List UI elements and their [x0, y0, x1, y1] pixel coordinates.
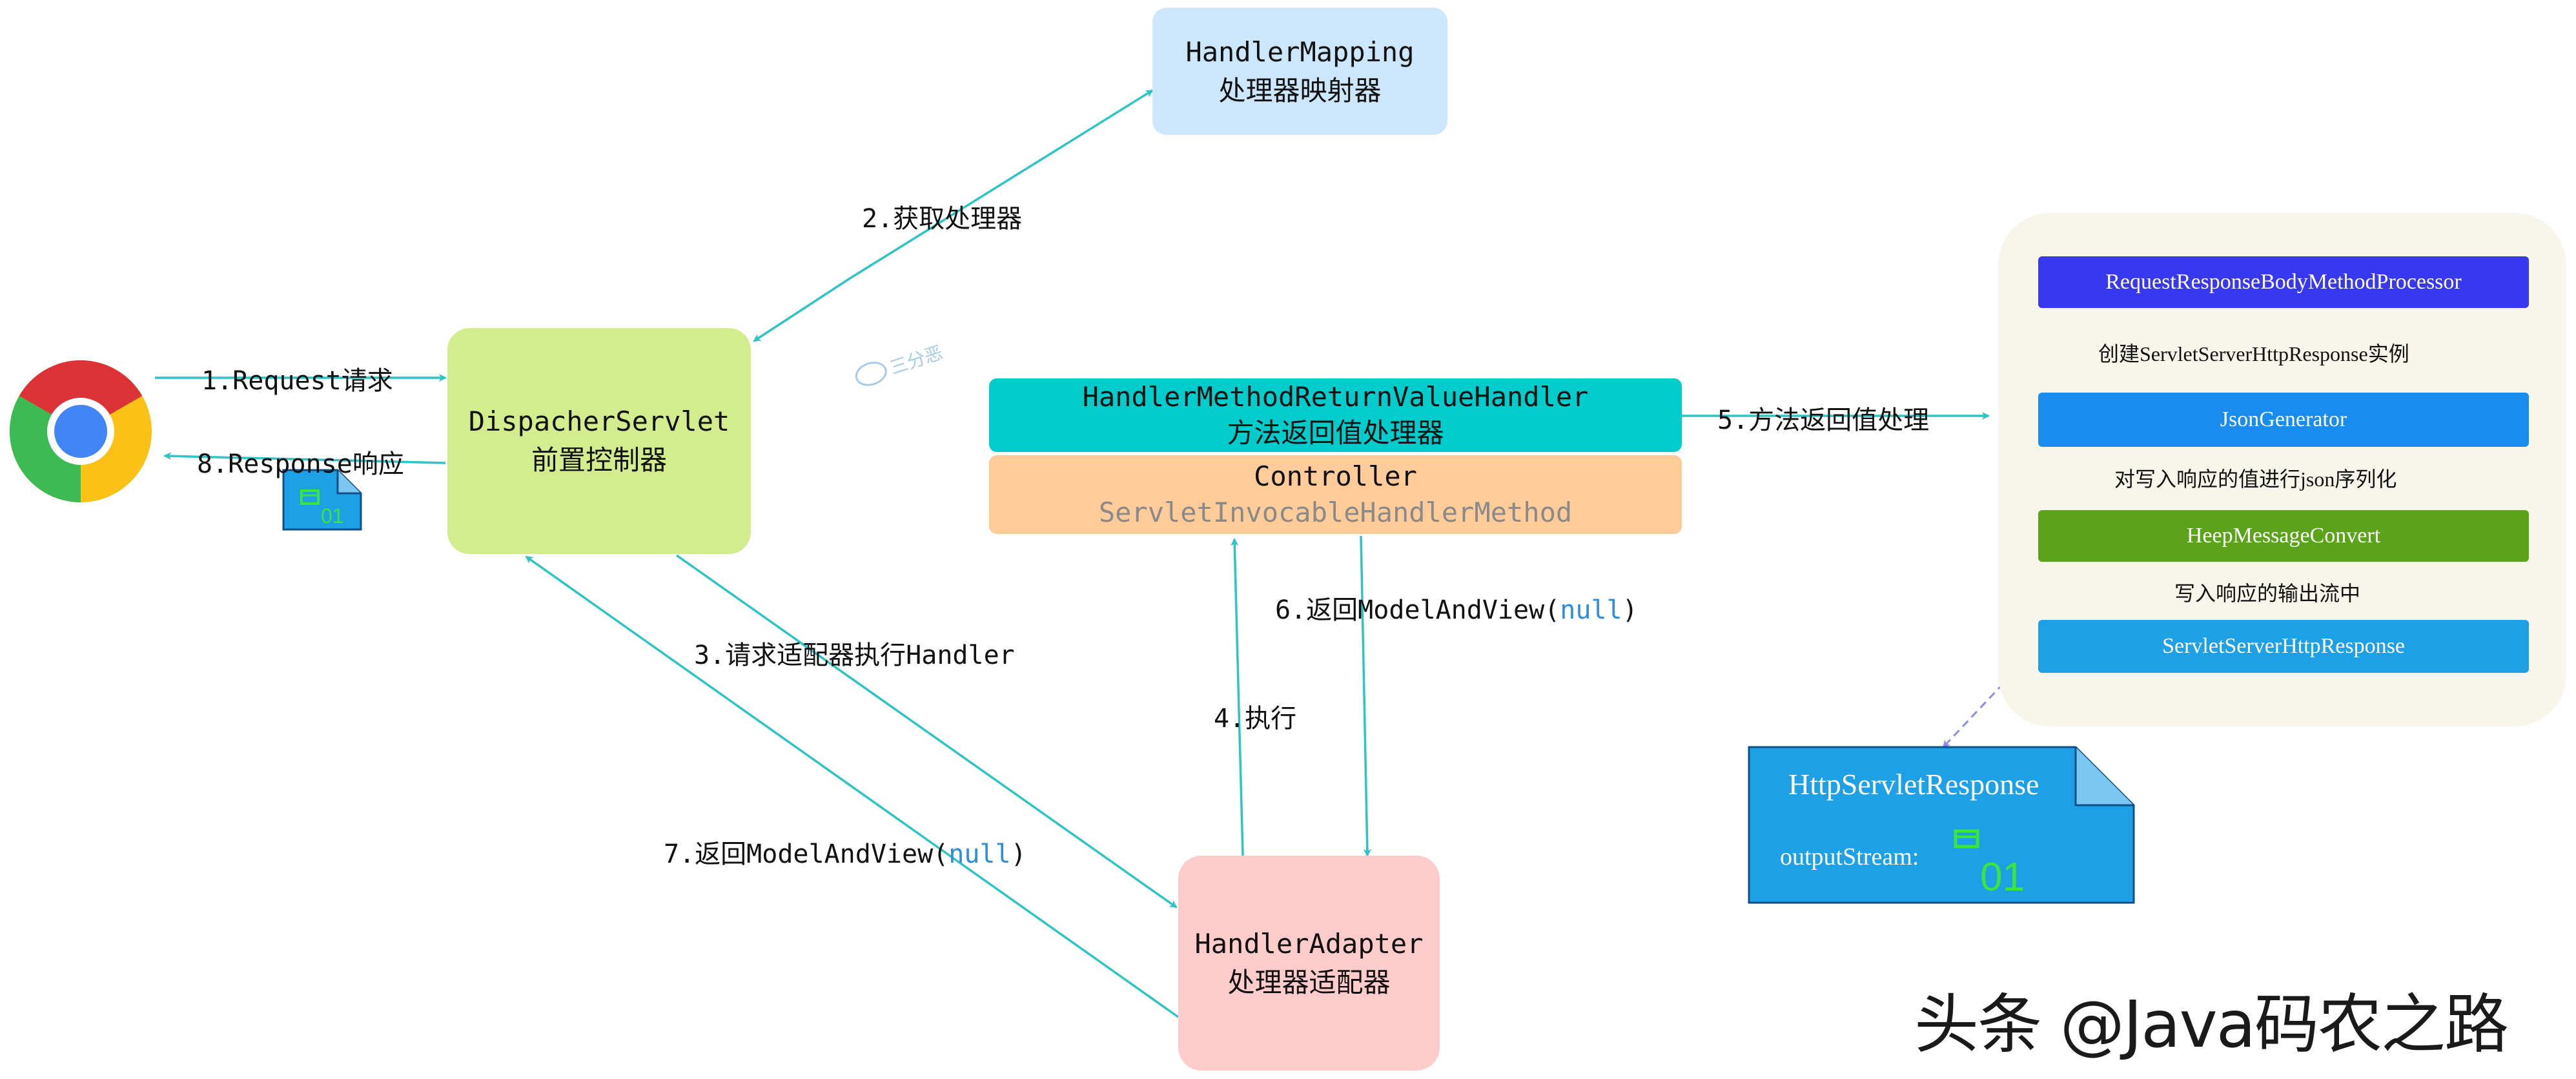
- handler-adapter-desc: 处理器适配器: [1227, 966, 1391, 998]
- label-get-handler: 2.获取处理器: [862, 204, 1023, 234]
- handler-mapping-desc: 处理器映射器: [1218, 74, 1382, 107]
- arrow-get-handler-up: [848, 89, 1154, 280]
- arrow-return-mav-6: [1360, 535, 1371, 857]
- processor-message-convert: HeepMessageConvert: [2038, 510, 2529, 562]
- arrow-request-adapter: [675, 554, 1178, 909]
- controller-name: Controller: [1254, 460, 1417, 492]
- processor-servlet-server-response: ServletServerHttpResponse: [2038, 620, 2529, 673]
- handler-adapter-name: HandlerAdapter: [1194, 927, 1424, 960]
- label-return-value-process: 5.方法返回值处理: [1717, 406, 1930, 435]
- handler-mapping-node: HandlerMapping 处理器映射器: [1152, 8, 1447, 135]
- controller-method: ServletInvocableHandlerMethod: [1098, 497, 1573, 528]
- return-value-handler-name: HandlerMethodReturnValueHandler: [1082, 381, 1589, 413]
- label-return-mav-6-prefix: 6.返回ModelAndView(: [1275, 595, 1560, 625]
- output-stream-glyph: 01: [1980, 855, 2025, 899]
- http-servlet-response-node: 01: [1748, 746, 2135, 904]
- processor-request-response-body: RequestResponseBodyMethodProcessor: [2038, 256, 2529, 308]
- processor-step-1-label: 创建ServletServerHttpResponse实例: [2098, 342, 2409, 365]
- label-request-adapter: 3.请求适配器执行Handler: [694, 641, 1015, 670]
- label-return-mav-6-suffix: ): [1622, 595, 1638, 625]
- label-return-mav-7-null: null: [948, 839, 1011, 869]
- processor-step-3-label: 写入响应的输出流中: [2174, 582, 2361, 605]
- processor-step-2-label: 对写入响应的值进行json序列化: [2114, 468, 2397, 491]
- label-request: 1.Request请求: [201, 366, 393, 396]
- output-stream-label: outputStream:: [1780, 843, 1919, 870]
- handler-mapping-name: HandlerMapping: [1185, 36, 1415, 68]
- dispatcher-servlet-node: DispacherServlet 前置控制器: [447, 328, 751, 554]
- arrow-response: [163, 452, 446, 464]
- dispatcher-servlet-name: DispacherServlet: [468, 406, 730, 437]
- label-return-mav-6-null: null: [1560, 595, 1622, 625]
- response-file-icon: 01: [282, 469, 362, 531]
- label-return-mav-7: 7.返回ModelAndView(null): [664, 833, 1027, 870]
- chrome-browser-icon: [9, 360, 152, 502]
- return-value-handler-node: HandlerMethodReturnValueHandler 方法返回值处理器: [989, 378, 1682, 452]
- dispatcher-servlet-desc: 前置控制器: [531, 444, 667, 476]
- handler-adapter-node: HandlerAdapter 处理器适配器: [1178, 856, 1440, 1071]
- http-servlet-response-title: HttpServletResponse: [1788, 768, 2039, 801]
- file-icon-glyph: 01: [321, 504, 344, 528]
- controller-node: Controller ServletInvocableHandlerMethod: [989, 455, 1682, 534]
- arrow-execute: [1231, 538, 1244, 856]
- return-value-handler-desc: 方法返回值处理器: [1227, 417, 1444, 449]
- label-return-mav-7-suffix: ): [1010, 839, 1027, 869]
- processor-json-generator: JsonGenerator: [2038, 393, 2529, 447]
- label-execute: 4.执行: [1214, 704, 1297, 734]
- arrow-get-handler-down: [753, 278, 850, 342]
- label-response: 8.Response响应: [197, 449, 404, 479]
- source-watermark: 头条 @Java码农之路: [1914, 987, 2509, 1062]
- arrow-output-stream: [1942, 644, 2040, 748]
- label-return-mav-7-prefix: 7.返回ModelAndView(: [664, 839, 949, 869]
- label-return-mav-6: 6.返回ModelAndView(null): [1275, 589, 1638, 626]
- arrow-return-mav-7: [525, 555, 1180, 1018]
